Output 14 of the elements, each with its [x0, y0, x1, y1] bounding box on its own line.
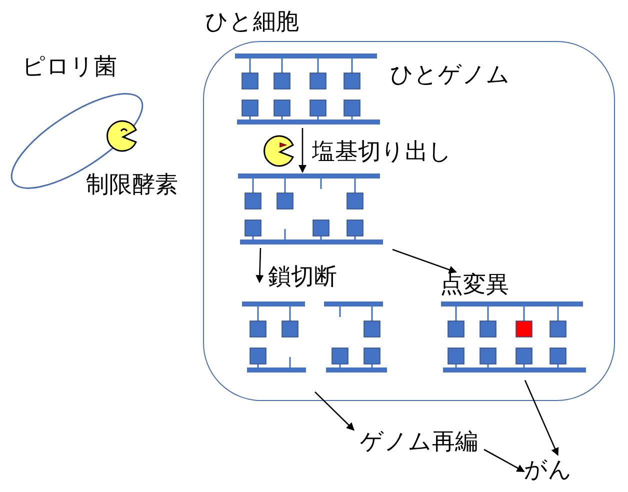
genome-label: ひとゲノム	[390, 60, 510, 88]
arrow	[524, 380, 559, 456]
arrow	[484, 448, 525, 472]
dna-heading: 点変異	[440, 270, 509, 298]
bacterium-heading: ピロリ菌	[22, 52, 117, 80]
outcome-text: がん	[524, 455, 572, 483]
dna-heading: 鎖切断	[268, 262, 337, 290]
arrow	[256, 248, 264, 284]
enzyme-label: 制限酵素	[86, 170, 178, 198]
arrow	[314, 391, 355, 431]
cell-heading: ひと細胞	[205, 7, 299, 35]
arrow	[392, 248, 457, 274]
outcome-text: ゲノム再編	[360, 427, 478, 455]
arrow	[298, 128, 306, 173]
